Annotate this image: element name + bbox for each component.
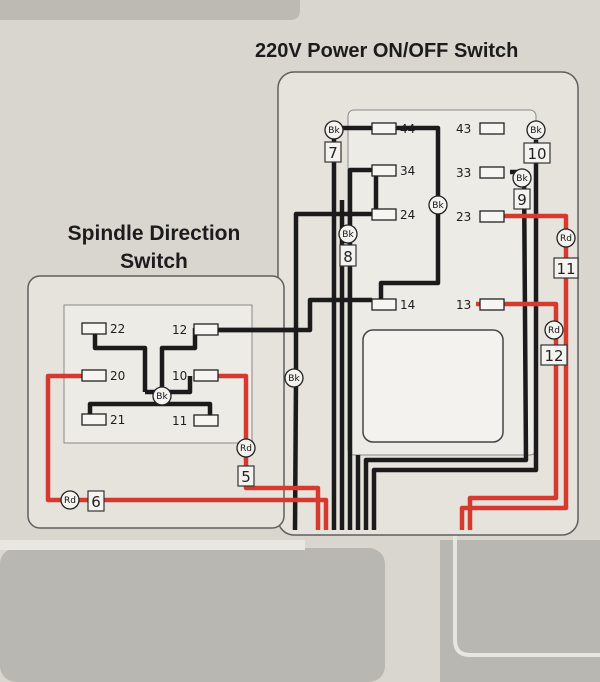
terminal-12-label: 12	[172, 323, 187, 337]
terminal-20	[81, 369, 107, 382]
wire-number-6: 6	[91, 493, 101, 511]
terminal-34	[371, 164, 397, 177]
badge-bk-8-text: Bk	[342, 230, 354, 240]
badge-bk-8	[338, 224, 358, 244]
wire-number-12-box	[540, 344, 568, 366]
terminal-10	[193, 369, 219, 382]
badge-rd-11	[556, 228, 576, 248]
wire-number-10-box	[523, 142, 551, 164]
badge-rd-11-text: Rd	[560, 234, 572, 244]
terminal-11	[193, 414, 219, 427]
terminal-21-label: 21	[110, 413, 125, 427]
direction-switch-title-line1: Spindle Direction	[68, 222, 241, 245]
terminal-24-label: 24	[400, 208, 415, 222]
wire-12	[467, 301, 559, 530]
wire-number-7-box	[324, 141, 342, 163]
lower-housing-left	[0, 548, 385, 682]
wire-11	[459, 213, 569, 530]
wire-number-8: 8	[343, 248, 353, 266]
red-wires	[45, 213, 569, 530]
badge-bk-9-text: Bk	[516, 174, 528, 184]
terminal-20-label: 20	[110, 369, 125, 383]
power-switch-terminals: 44 34 24 14 43 33 23 13	[371, 122, 505, 312]
wire-number-9-box	[513, 188, 531, 210]
wire-12-jumper	[159, 328, 198, 392]
wire-6	[45, 373, 329, 530]
wire-number-11: 11	[556, 260, 575, 278]
terminal-21	[81, 413, 107, 426]
terminal-44	[371, 122, 397, 135]
terminal-43	[479, 122, 505, 135]
terminal-33-label: 33	[456, 166, 471, 180]
wire-24-black	[292, 211, 372, 531]
lower-housing-outline	[453, 530, 600, 657]
badge-rd-12	[544, 320, 564, 340]
wire-number-boxes: 7 8 10 9 11 12 5 6	[87, 141, 579, 512]
wire-number-10: 10	[527, 145, 546, 163]
badge-bk-10-text: Bk	[530, 126, 542, 136]
terminal-10-label: 10	[172, 369, 187, 383]
direction-switch-terminals: 22 12 20 10 21 11	[81, 322, 219, 428]
badge-bk-direction-text: Bk	[156, 392, 168, 402]
terminal-33	[479, 166, 505, 179]
terminal-44-label: 44	[400, 122, 415, 136]
wire-number-6-box	[87, 490, 105, 512]
wire-22-jumper	[92, 328, 148, 392]
badge-rd-6-text: Rd	[64, 496, 76, 506]
terminal-22	[81, 322, 107, 335]
terminal-34-label: 34	[400, 164, 415, 178]
badge-rd-12-text: Rd	[548, 326, 560, 336]
terminal-22-label: 22	[110, 322, 125, 336]
top-shadow	[0, 0, 300, 20]
badge-rd-5-text: Rd	[240, 444, 252, 454]
badge-bk-7-text: Bk	[328, 126, 340, 136]
badge-bk-link	[284, 368, 304, 388]
wire-number-5: 5	[241, 468, 251, 486]
wire-number-11-box	[553, 257, 579, 279]
badge-bk-9	[512, 168, 532, 188]
power-switch-window	[362, 329, 504, 443]
wire-number-5-box	[237, 465, 255, 487]
badge-bk-jumper	[428, 195, 448, 215]
wire-number-8-box	[339, 244, 357, 267]
terminal-12	[193, 323, 219, 336]
terminal-11-label: 11	[172, 414, 187, 428]
wire-color-badges: Bk Bk Bk Bk Bk Rd Rd Bk Bk Rd Rd	[60, 120, 576, 510]
wire-number-9: 9	[517, 191, 527, 209]
terminal-23	[479, 210, 505, 223]
terminal-13-label: 13	[456, 298, 471, 312]
terminal-14-label: 14	[400, 298, 415, 312]
badge-bk-link-text: Bk	[288, 374, 300, 384]
wire-number-7: 7	[328, 144, 338, 162]
wire-number-12: 12	[544, 347, 563, 365]
wire-8	[347, 167, 372, 530]
badge-bk-direction	[152, 386, 172, 406]
direction-switch-title-line2: Switch	[120, 250, 188, 273]
badge-rd-5	[236, 438, 256, 458]
terminal-43-label: 43	[456, 122, 471, 136]
badge-rd-6	[60, 490, 80, 510]
badge-bk-10	[526, 120, 546, 140]
wire-21-11-jumper	[87, 401, 213, 420]
badge-bk-jumper-text: Bk	[432, 201, 444, 211]
terminal-23-label: 23	[456, 210, 471, 224]
terminal-13	[479, 298, 505, 311]
wire-44-14-jumper	[378, 125, 441, 304]
terminal-14	[371, 298, 397, 311]
lower-housing-right	[440, 540, 600, 682]
terminal-24	[371, 208, 397, 221]
base-ledge	[0, 540, 305, 550]
power-switch-title: 220V Power ON/OFF Switch	[255, 40, 518, 62]
badge-bk-7	[324, 120, 344, 140]
